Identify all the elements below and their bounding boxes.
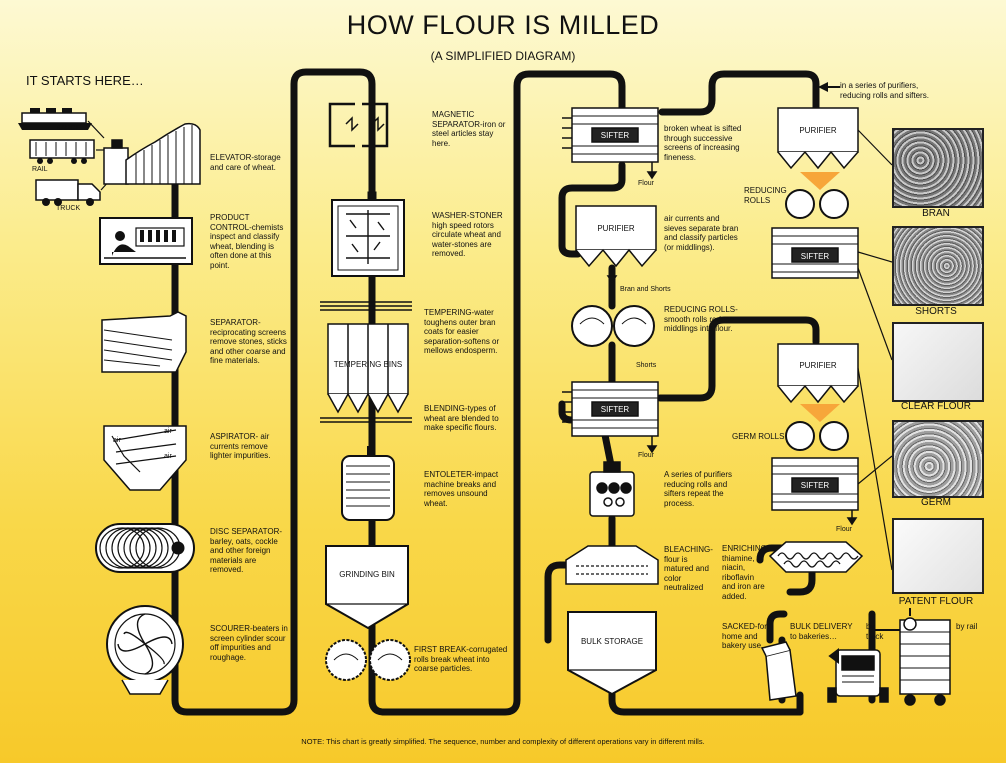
grinding-bin-icon (325, 545, 409, 630)
barge-label: BARGE (56, 125, 81, 132)
flour-label-2: Flour (638, 452, 654, 459)
page-title: HOW FLOUR IS MILLED (346, 10, 660, 40)
tempering-screen-icon (320, 301, 412, 423)
purifier-germ-label: PURIFIER (799, 361, 837, 370)
by-truck-label: by truck (866, 622, 884, 641)
scourer-icon (106, 605, 184, 695)
first-break-caption: FIRST BREAK-corrugated rolls break wheat… (414, 645, 508, 674)
entoleter-caption: ENTOLETER-impact machine breaks and remo… (424, 470, 499, 508)
shorts-photo (892, 226, 984, 306)
by-rail-label: by rail (956, 622, 978, 631)
clear-flour-photo (892, 322, 984, 402)
tempering-bins-label: TEMPERING BINS (333, 360, 403, 369)
purifier-top-label: PURIFIER (799, 126, 837, 135)
aspirator-icon (103, 425, 187, 491)
reducing-rolls-1-caption: REDUCING ROLLS-smooth rolls reduce middl… (664, 305, 738, 334)
first-break-rolls-icon (325, 639, 411, 681)
truck-icon (35, 179, 101, 206)
air-label-3: air (164, 453, 172, 460)
magnetic-separator-caption: MAGNETIC SEPARATOR-iron or steel article… (432, 110, 506, 148)
sifter-2-icon (562, 381, 659, 454)
elevator-icon (103, 122, 201, 185)
page-subtitle: (A SIMPLIFIED DIAGRAM) (430, 49, 576, 63)
enriching-caption: ENRICHING-thiamine, niacin, riboflavin a… (722, 544, 770, 601)
purifier-1-label: PURIFIER (597, 224, 635, 233)
bulk-truck-icon (827, 649, 889, 703)
clear-flour-label: CLEAR FLOUR (900, 401, 971, 412)
bran-label: BRAN (922, 208, 950, 219)
flour-label-3: Flour (836, 526, 852, 533)
sifter-top-icon (771, 227, 859, 279)
bulk-rail-car-icon (899, 608, 951, 706)
purifier-top-icon (777, 107, 859, 170)
grinding-bin-label: GRINDING BIN (339, 570, 395, 579)
rail-label: RAIL (32, 166, 48, 173)
magnetic-separator-icon (328, 102, 389, 148)
shorts-flow-label: Shorts (636, 362, 657, 369)
bran-photo (892, 128, 984, 208)
truck-label: TRUCK (56, 205, 81, 212)
bran-and-shorts-label: Bran and Shorts (620, 286, 671, 293)
sifter-germ-icon (771, 457, 859, 526)
sifter-1-icon (562, 107, 659, 180)
germ-rolls-label: GERM ROLLS (732, 432, 785, 441)
reducing-rolls-top-label: REDUCING ROLLS (744, 186, 787, 205)
repeat-process-machine-icon (589, 461, 635, 517)
blending-caption: BLENDING-types of wheat are blended to m… (424, 404, 499, 433)
sifter-top-label: SIFTER (800, 252, 830, 261)
bulk-delivery-caption: BULK DELIVERY to bakeries… (790, 622, 853, 641)
arrowhead-series-top (818, 82, 828, 92)
rail-car-icon (29, 139, 95, 164)
disc-separator-icon (95, 523, 195, 573)
washer-stoner-icon (331, 191, 405, 277)
bulk-storage-label: BULK STORAGE (580, 637, 644, 646)
purifier-1-caption: air currents and sieves separate bran an… (664, 214, 739, 252)
germ-label: GERM (921, 497, 951, 508)
bleaching-caption: BLEACHING-flour is matured and color neu… (664, 545, 713, 593)
purifier-germ-icon (777, 343, 859, 404)
scourer-caption: SCOURER-beaters in screen cylinder scour… (210, 624, 288, 662)
separator-machine-icon (101, 311, 187, 373)
purifier-1-icon (575, 205, 657, 284)
germ-rolls-icon (785, 421, 849, 451)
patent-flour-photo (892, 518, 984, 594)
air-label-2: air (164, 428, 172, 435)
flow-funnel-germ (800, 404, 840, 422)
disc-separator-caption: DISC SEPARATOR-barley, oats, cockle and … (210, 527, 283, 575)
series-top-caption: in a series of purifiers, reducing rolls… (840, 81, 929, 100)
enriching-machine-icon (768, 541, 864, 573)
tempering-caption: TEMPERING-water toughens outer bran coat… (424, 308, 500, 356)
reducing-rolls-1-icon (571, 305, 655, 347)
air-label-1: air (113, 437, 121, 444)
separator-caption: SEPARATOR-reciprocating screens remove s… (210, 318, 287, 366)
start-label: IT STARTS HERE… (26, 73, 144, 88)
entoleter-icon (341, 446, 395, 521)
product-connectors (857, 129, 893, 571)
germ-photo (892, 420, 984, 498)
bleaching-machine-icon (565, 545, 659, 585)
aspirator-caption: ASPIRATOR- air currents remove lighter i… (210, 432, 271, 461)
flour-bag-icon (760, 641, 797, 701)
footnote: NOTE: This chart is greatly simplified. … (301, 737, 705, 746)
sifter-germ-label: SIFTER (800, 481, 830, 490)
sifter-1-label: SIFTER (600, 131, 630, 140)
patent-flour-label: PATENT FLOUR (898, 596, 974, 607)
elevator-caption: ELEVATOR-storage and care of wheat. (210, 153, 281, 172)
bulk-delivery-lines (828, 629, 900, 664)
reducing-rolls-top-icon (785, 189, 849, 219)
tempering-bins-icon (327, 323, 409, 414)
sifter-2-label: SIFTER (600, 405, 630, 414)
barge-icon (18, 108, 92, 130)
washer-stoner-caption: WASHER-STONER high speed rotors circulat… (432, 211, 503, 259)
flow-funnel-top (800, 172, 840, 190)
sacked-caption: SACKED-for home and bakery use. (722, 622, 767, 651)
lab-icon (99, 217, 193, 265)
shorts-label: SHORTS (915, 306, 957, 317)
repeat-caption: A series of purifiers reducing rolls and… (664, 470, 733, 508)
bulk-storage-icon (567, 611, 657, 696)
flour-label-1: Flour (638, 180, 654, 187)
sifter-1-caption: broken wheat is sifted through successiv… (664, 124, 742, 162)
product-control-caption: PRODUCT CONTROL-chemists inspect and cla… (210, 213, 284, 270)
